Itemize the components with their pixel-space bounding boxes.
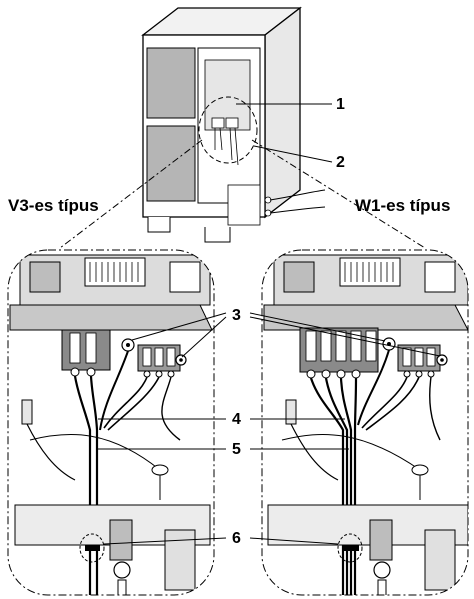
detail-panel-right: [261, 249, 469, 596]
detail-panel-left: [7, 249, 215, 596]
detail-circle: [198, 96, 258, 164]
outdoor-unit: [141, 6, 326, 243]
callout-4: 4: [232, 411, 241, 428]
callout-5: 5: [232, 441, 241, 458]
type-label-w1: W1-es típus: [355, 196, 450, 215]
callout-1: 1: [336, 96, 345, 113]
callout-leaders: [98, 312, 441, 545]
callout-2: 2: [336, 154, 345, 171]
type-label-v3: V3-es típus: [8, 196, 99, 215]
callout-3: 3: [232, 307, 241, 324]
callout-6: 6: [232, 530, 241, 547]
leader-right: [251, 139, 426, 249]
